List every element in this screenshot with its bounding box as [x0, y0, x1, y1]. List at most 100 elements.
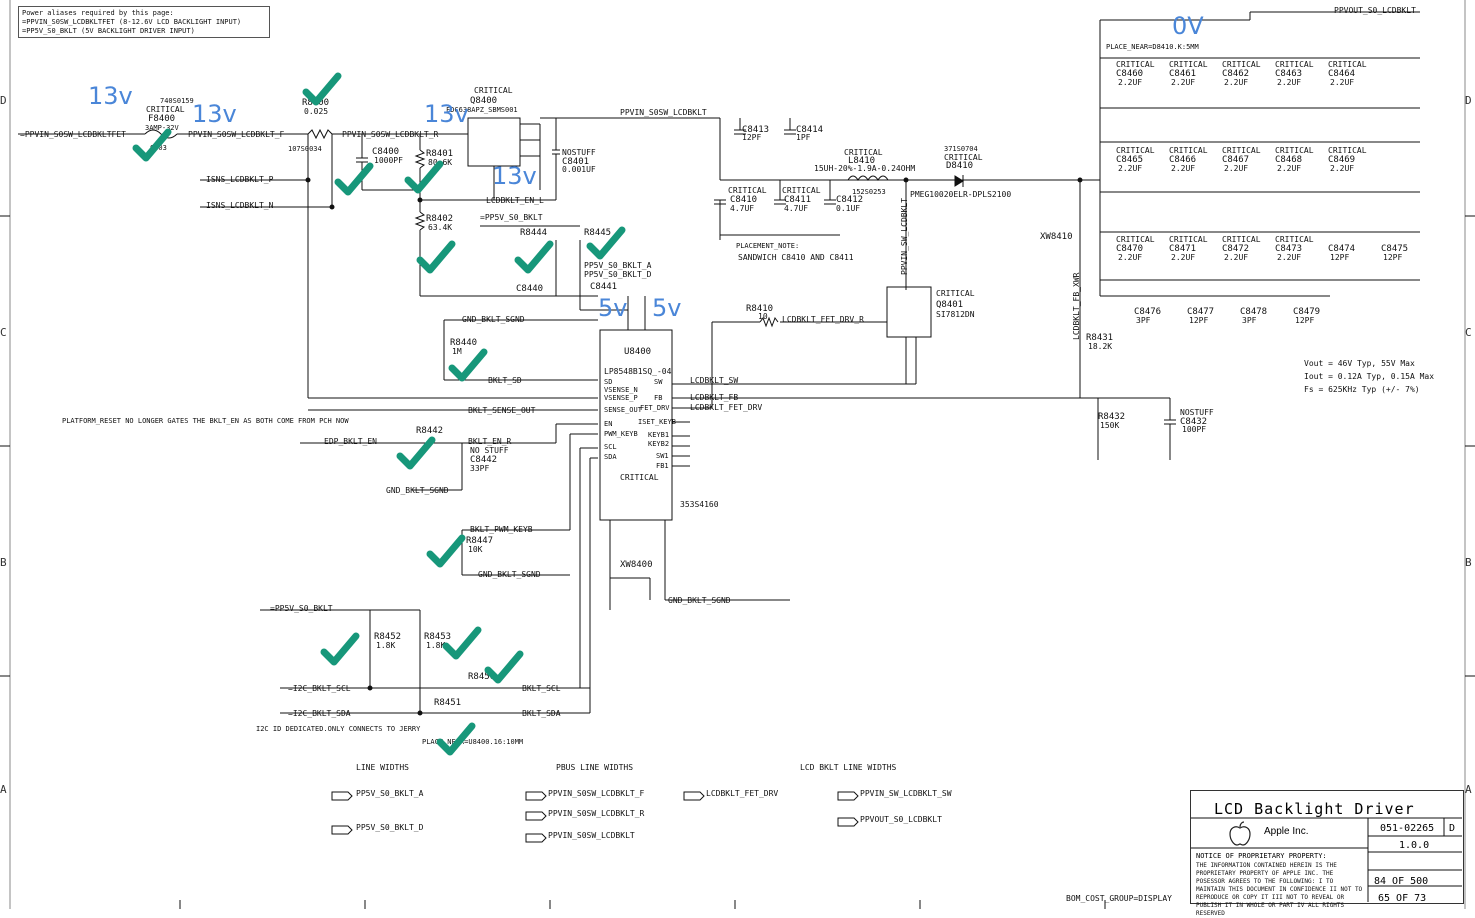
- lw-ppvout: PPVOUT_S0_LCDBKLT: [860, 815, 942, 824]
- r8453-value: 1.8K: [426, 641, 446, 650]
- lw-pp5v-d: PP5V_S0_BKLT_D: [356, 823, 424, 832]
- c8442-nostuff: NO STUFF: [470, 446, 509, 455]
- check-icon: [426, 534, 466, 568]
- bom-cost-group: BOM_COST_GROUP=DISPLAY: [1066, 894, 1172, 903]
- cap-critical-label: CRITICAL: [1169, 235, 1208, 244]
- net-bklt-scl: BKLT_SCL: [522, 684, 561, 693]
- cap-critical-label: CRITICAL: [1116, 235, 1155, 244]
- spec-vout: Vout = 46V Typ, 55V Max: [1304, 359, 1415, 368]
- cap-value: 2.2UF: [1118, 78, 1143, 87]
- pin-vsense-n: VSENSE_N: [604, 386, 638, 394]
- cap-critical-label: CRITICAL: [1328, 60, 1367, 69]
- cap-id: C8477: [1187, 307, 1215, 317]
- c8410-value: 4.7UF: [730, 204, 755, 213]
- l8410-pn: 152S0253: [852, 188, 886, 196]
- legend-line-2: =PP5V_S0_BKLT (5V BACKLIGHT DRIVER INPUT…: [22, 27, 195, 35]
- cap-critical-label: CRITICAL: [1116, 146, 1155, 155]
- border-letter-right: C: [1465, 326, 1472, 339]
- c8401-nostuff: NOSTUFF: [562, 148, 596, 157]
- c8401-value: 0.001UF: [562, 165, 596, 174]
- net-bklt-a: PP5V_S0_BKLT_A: [584, 261, 652, 270]
- power-alias-legend: [18, 6, 270, 38]
- border-letter-right: A: [1465, 783, 1472, 796]
- pin-sw1: SW1: [656, 452, 669, 460]
- cap-id: C8463: [1275, 69, 1303, 79]
- c8412-value: 0.1UF: [836, 204, 861, 213]
- r8402-id: R8402: [426, 214, 454, 224]
- check-icon: [442, 626, 482, 660]
- pin-scl: SCL: [604, 443, 617, 451]
- r8452-value: 1.8K: [376, 641, 396, 650]
- c8414-value: 1PF: [796, 133, 811, 142]
- net-lcdbklt-sw: LCDBKLT_SW: [690, 376, 739, 385]
- cap-value: 2.2UF: [1224, 253, 1249, 262]
- net-gnd-sgnd-3: GND_BKLT_SGND: [478, 570, 541, 579]
- cap-value: 2.2UF: [1330, 78, 1355, 87]
- fuse-critical: CRITICAL: [146, 105, 185, 114]
- l8410-id: L8410: [848, 156, 876, 166]
- c8411-critical: CRITICAL: [782, 186, 821, 195]
- cap-id: C8474: [1328, 244, 1356, 254]
- r8410-id: R8410: [746, 304, 774, 314]
- net-sense-out: BKLT_SENSE_OUT: [468, 406, 536, 415]
- pin-fet-drv: FET_DRV: [640, 404, 670, 412]
- c8413-id: C8413: [742, 125, 770, 135]
- border-letter-right: B: [1465, 556, 1472, 569]
- net-lcdbklt-f: PPVIN_S0SW_LCDBKLT_F: [188, 130, 285, 139]
- net-lcdbklt-fb: LCDBKLT_FB: [690, 393, 739, 402]
- r8452-id: R8452: [374, 632, 402, 642]
- cap-value: 2.2UF: [1224, 78, 1249, 87]
- pin-sense-out: SENSE_OUT: [604, 406, 642, 414]
- voltage-annotation: 13v: [192, 100, 237, 128]
- check-icon: [396, 436, 436, 470]
- check-icon: [448, 348, 488, 382]
- cap-critical-label: CRITICAL: [1275, 146, 1314, 155]
- pin-sw: SW: [654, 378, 663, 386]
- r8444-id: R8444: [520, 228, 548, 238]
- check-icon: [416, 240, 456, 274]
- net-gnd-sgnd-4: GND_BKLT_SGND: [668, 596, 731, 605]
- c8442-value: 33PF: [470, 464, 490, 473]
- cap-id: C8468: [1275, 155, 1303, 165]
- cap-value: 2.2UF: [1171, 253, 1196, 262]
- sandwich-note: SANDWICH C8410 AND C8411: [738, 253, 854, 262]
- c8432-nostuff: NOSTUFF: [1180, 408, 1214, 417]
- cap-value: 2.2UF: [1277, 78, 1302, 87]
- cap-id: C8471: [1169, 244, 1197, 254]
- net-fb-xwr: LCDBKLT_FB_XWR: [1072, 272, 1081, 340]
- c8412-id: C8412: [836, 195, 864, 205]
- xw8410-id: XW8410: [1040, 232, 1073, 242]
- cap-critical-label: CRITICAL: [1275, 235, 1314, 244]
- net-ppvout: PPVOUT_S0_LCDBKLT: [1334, 6, 1416, 15]
- i2c-note: I2C ID DEDICATED.ONLY CONNECTS TO JERRY: [256, 725, 421, 733]
- r8432-id: R8432: [1098, 412, 1126, 422]
- drawing-number: 051-02265: [1380, 823, 1435, 834]
- net-lcdbklt-r: PPVIN_S0SW_LCDBKLT_R: [342, 130, 439, 139]
- net-ppvin-lcdbkltfet: =PPVIN_S0SW_LCDBKLTFET: [20, 130, 126, 139]
- r8442-id: R8442: [416, 426, 444, 436]
- q8401-id: Q8401: [936, 300, 964, 310]
- platform-note: PLATFORM_RESET NO LONGER GATES THE BKLT_…: [62, 417, 349, 425]
- c8432-value: 100PF: [1182, 425, 1207, 434]
- check-icon: [320, 632, 360, 666]
- r8453-id: R8453: [424, 632, 452, 642]
- lw-ppvin-f: PPVIN_S0SW_LCDBKLT_F: [548, 789, 645, 798]
- cap-value: 2.2UF: [1171, 78, 1196, 87]
- cap-value: 12PF: [1330, 253, 1350, 262]
- pin-iset-keyb: ISET_KEYB: [638, 418, 676, 426]
- cap-id: C8466: [1169, 155, 1197, 165]
- notice-title: NOTICE OF PROPRIETARY PROPERTY:: [1196, 852, 1327, 860]
- lcd-bklt-line-widths-title: LCD BKLT LINE WIDTHS: [800, 763, 897, 772]
- page-title: LCD Backlight Driver: [1214, 800, 1415, 818]
- net-i2c-sda: =I2C_BKLT_SDA: [288, 709, 351, 718]
- place-note: PLACE_NEAR=U8400.16:10MM: [422, 738, 524, 746]
- spec-fs: Fs = 625KHz Typ (+/- 7%): [1304, 385, 1420, 394]
- cap-value: 2.2UF: [1277, 164, 1302, 173]
- d8410-pn: PMEG10020ELR-DPLS2100: [910, 190, 1012, 199]
- check-icon: [436, 722, 476, 756]
- title-block: [1190, 790, 1464, 904]
- drawing-size: D: [1449, 823, 1456, 834]
- fuse-id: F8400: [148, 114, 176, 124]
- c8400-id: C8400: [372, 147, 400, 157]
- check-icon: [484, 650, 524, 684]
